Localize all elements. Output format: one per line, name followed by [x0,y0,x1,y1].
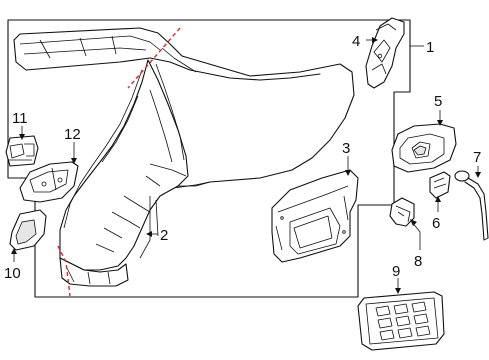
cut-line-lower [57,245,71,297]
latch-part-6 [429,171,451,199]
callout-11: 11 [12,110,28,127]
callout-9: 9 [392,263,400,280]
cut-line-upper [127,27,181,89]
callout-12: 12 [64,126,81,143]
clip-part-8 [389,197,415,227]
callout-8: 8 [414,253,422,270]
callout-6: 6 [432,215,440,232]
callout-7: 7 [473,149,481,166]
fuel-door-housing-part [391,123,457,173]
leader-lines [11,37,481,294]
vent-grille-part-9 [357,291,445,351]
quarter-liner-part [271,169,359,263]
callout-4: 4 [352,33,360,50]
trim-part-10 [9,209,47,251]
callout-10: 10 [4,265,21,282]
quarter-panel-part [13,27,355,287]
callout-1: 1 [426,39,434,56]
bracket-part-4 [365,17,405,89]
callout-3: 3 [342,140,350,157]
clip-part-11 [5,135,39,167]
bracket-part-12 [19,161,79,203]
filler-cable-part-7 [454,170,489,241]
callout-5: 5 [434,93,442,110]
callout-2: 2 [160,227,168,244]
